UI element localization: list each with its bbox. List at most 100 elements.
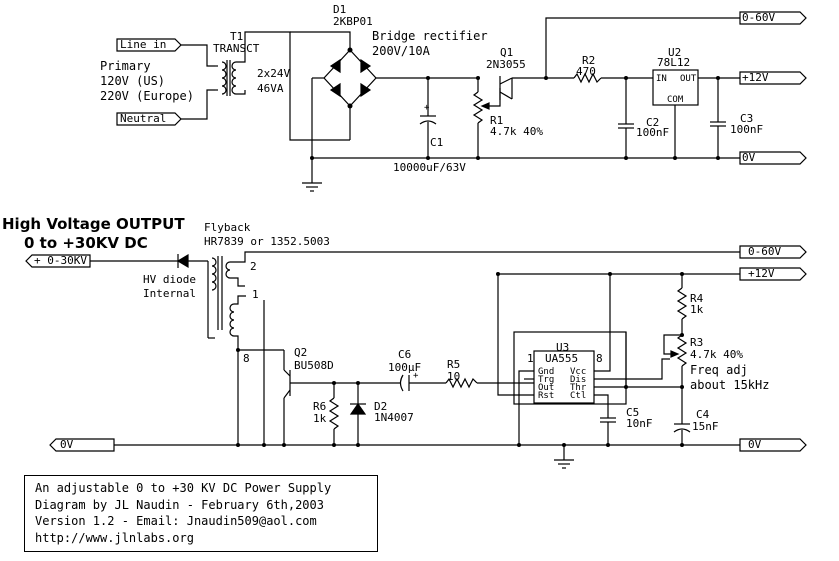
c1-value: 10000uF/63V — [393, 161, 466, 174]
c6-value: 100µF — [388, 361, 421, 374]
flyback-part: HR7839 or 1352.5003 — [204, 235, 330, 248]
flyback-pin8: 8 — [243, 352, 250, 365]
port-0-60v-top: 0-60V — [739, 11, 807, 25]
line-in-label: Line in — [120, 38, 166, 51]
u2-ref: U2 — [668, 46, 681, 59]
port-12v-bottom: +12V — [739, 267, 807, 281]
port-0-60v-bottom: 0-60V — [739, 245, 807, 259]
svg-text:Vcc: Vcc — [570, 367, 586, 377]
info-box: An adjustable 0 to +30 KV DC Power Suppl… — [24, 475, 378, 552]
svg-text:0V: 0V — [742, 151, 756, 164]
r2-ref: R2 — [582, 54, 595, 67]
internal-label: Internal — [143, 287, 196, 300]
r6-value: 1k — [313, 412, 327, 425]
r3-ref: R3 — [690, 336, 703, 349]
diode-d2: D2 1N4007 — [349, 383, 414, 445]
c3-value: 100nF — [730, 123, 763, 136]
r4-value: 1k — [690, 303, 704, 316]
resistor-r2: R2 470 — [546, 54, 653, 84]
flyback-pin1: 1 — [252, 288, 259, 301]
port-0v-top: 0V — [739, 151, 807, 165]
r3-note2: about 15kHz — [690, 378, 769, 392]
svg-text:Thr: Thr — [570, 383, 587, 393]
u2-out: OUT — [680, 74, 697, 84]
regulator-u2: U2 78L12 IN OUT COM — [652, 46, 699, 106]
t1-secondary: 2x24V — [257, 67, 290, 80]
c5-ref: C5 — [626, 406, 639, 419]
d1-ref: D1 — [333, 3, 346, 16]
neutral-label: Neutral — [120, 112, 166, 125]
r3-note1: Freq adj — [690, 363, 748, 377]
svg-text:Ctl: Ctl — [570, 391, 586, 401]
d1-part: 2KBP01 — [333, 15, 373, 28]
hv-title-line2: 0 to +30KV DC — [24, 234, 148, 252]
svg-text:Dis: Dis — [570, 375, 586, 385]
svg-text:Rst: Rst — [538, 391, 554, 401]
potentiometer-r3: R3 4.7k 40% Freq adj about 15kHz — [663, 334, 769, 392]
u3-part: UA555 — [545, 352, 578, 365]
d1-rating: 200V/10A — [372, 44, 431, 58]
info-line-4: http://www.jlnlabs.org — [35, 530, 194, 545]
capacitor-c2: C2 100nF — [618, 78, 669, 158]
svg-text:+12V: +12V — [742, 71, 769, 84]
hv-diode-label: HV diode — [143, 273, 196, 286]
t1-ref: T1 — [230, 30, 243, 43]
line-in-port: Line in — [116, 38, 182, 52]
flyback-transformer: Flyback HR7839 or 1352.5003 2 1 8 — [204, 221, 330, 365]
svg-text:0-60V: 0-60V — [742, 11, 775, 24]
u2-com: COM — [667, 95, 684, 105]
r5-ref: R5 — [447, 358, 460, 371]
r1-value: 4.7k 40% — [490, 125, 543, 138]
flyback-label: Flyback — [204, 221, 251, 234]
svg-text:Out: Out — [538, 383, 554, 393]
svg-text:+ 0-30KV: + 0-30KV — [34, 254, 87, 267]
c4-value: 15nF — [692, 420, 719, 433]
r4-ref: R4 — [690, 292, 704, 305]
u3-pin1: 1 — [527, 352, 534, 365]
capacitor-c4: C4 15nF — [673, 387, 719, 445]
u2-part: 78L12 — [657, 56, 690, 69]
svg-text:+: + — [413, 371, 419, 381]
u3-pin8: 8 — [596, 352, 603, 365]
hv-diode: HV diode Internal — [143, 253, 208, 300]
r5-value: 10 — [447, 370, 460, 383]
svg-text:+: + — [424, 103, 430, 113]
port-hv-output: + 0-30KV — [25, 254, 91, 268]
u3-ref: U3 — [556, 341, 569, 354]
svg-text:0-60V: 0-60V — [748, 245, 781, 258]
svg-text:0V: 0V — [748, 438, 762, 451]
r6-ref: R6 — [313, 400, 326, 413]
t1-va: 46VA — [257, 82, 284, 95]
q1-ref: Q1 — [500, 46, 513, 59]
svg-text:Trg: Trg — [538, 375, 554, 385]
capacitor-c6: + C6 100µF — [358, 348, 446, 392]
r1-ref: R1 — [490, 114, 503, 127]
flyback-pin2: 2 — [250, 260, 257, 273]
q2-ref: Q2 — [294, 346, 307, 359]
svg-text:0V: 0V — [60, 438, 74, 451]
r2-value: 470 — [576, 65, 596, 78]
d2-part: 1N4007 — [374, 411, 414, 424]
timer-u3: U3 UA555 1 8 Gnd Trg Out Rst Vcc Dis Thr… — [513, 331, 627, 405]
primary-us: 120V (US) — [100, 74, 165, 88]
info-line-2: Diagram by JL Naudin - February 6th,2003 — [35, 497, 324, 512]
c5-value: 10nF — [626, 417, 653, 430]
potentiometer-r1: R1 4.7k 40% — [472, 78, 543, 158]
svg-text:Gnd: Gnd — [538, 367, 554, 377]
port-12v-top: +12V — [739, 71, 807, 85]
resistor-r6: R6 1k — [313, 383, 340, 445]
c2-ref: C2 — [646, 116, 659, 129]
resistor-r4: R4 1k — [676, 274, 704, 335]
capacitor-c1: + C1 10000uF/63V — [393, 78, 466, 174]
r3-value: 4.7k 40% — [690, 348, 743, 361]
t1-name: TRANSCT — [213, 42, 260, 55]
hv-title-line1: High Voltage OUTPUT — [2, 215, 185, 233]
c4-ref: C4 — [696, 408, 710, 421]
u2-in: IN — [656, 74, 667, 84]
primary-title: Primary — [100, 59, 151, 73]
c2-value: 100nF — [636, 126, 669, 139]
primary-eu: 220V (Europe) — [100, 89, 194, 103]
transistor-q2: Q2 BU508D — [283, 346, 334, 445]
q2-part: BU508D — [294, 359, 334, 372]
neutral-port: Neutral — [116, 112, 182, 126]
